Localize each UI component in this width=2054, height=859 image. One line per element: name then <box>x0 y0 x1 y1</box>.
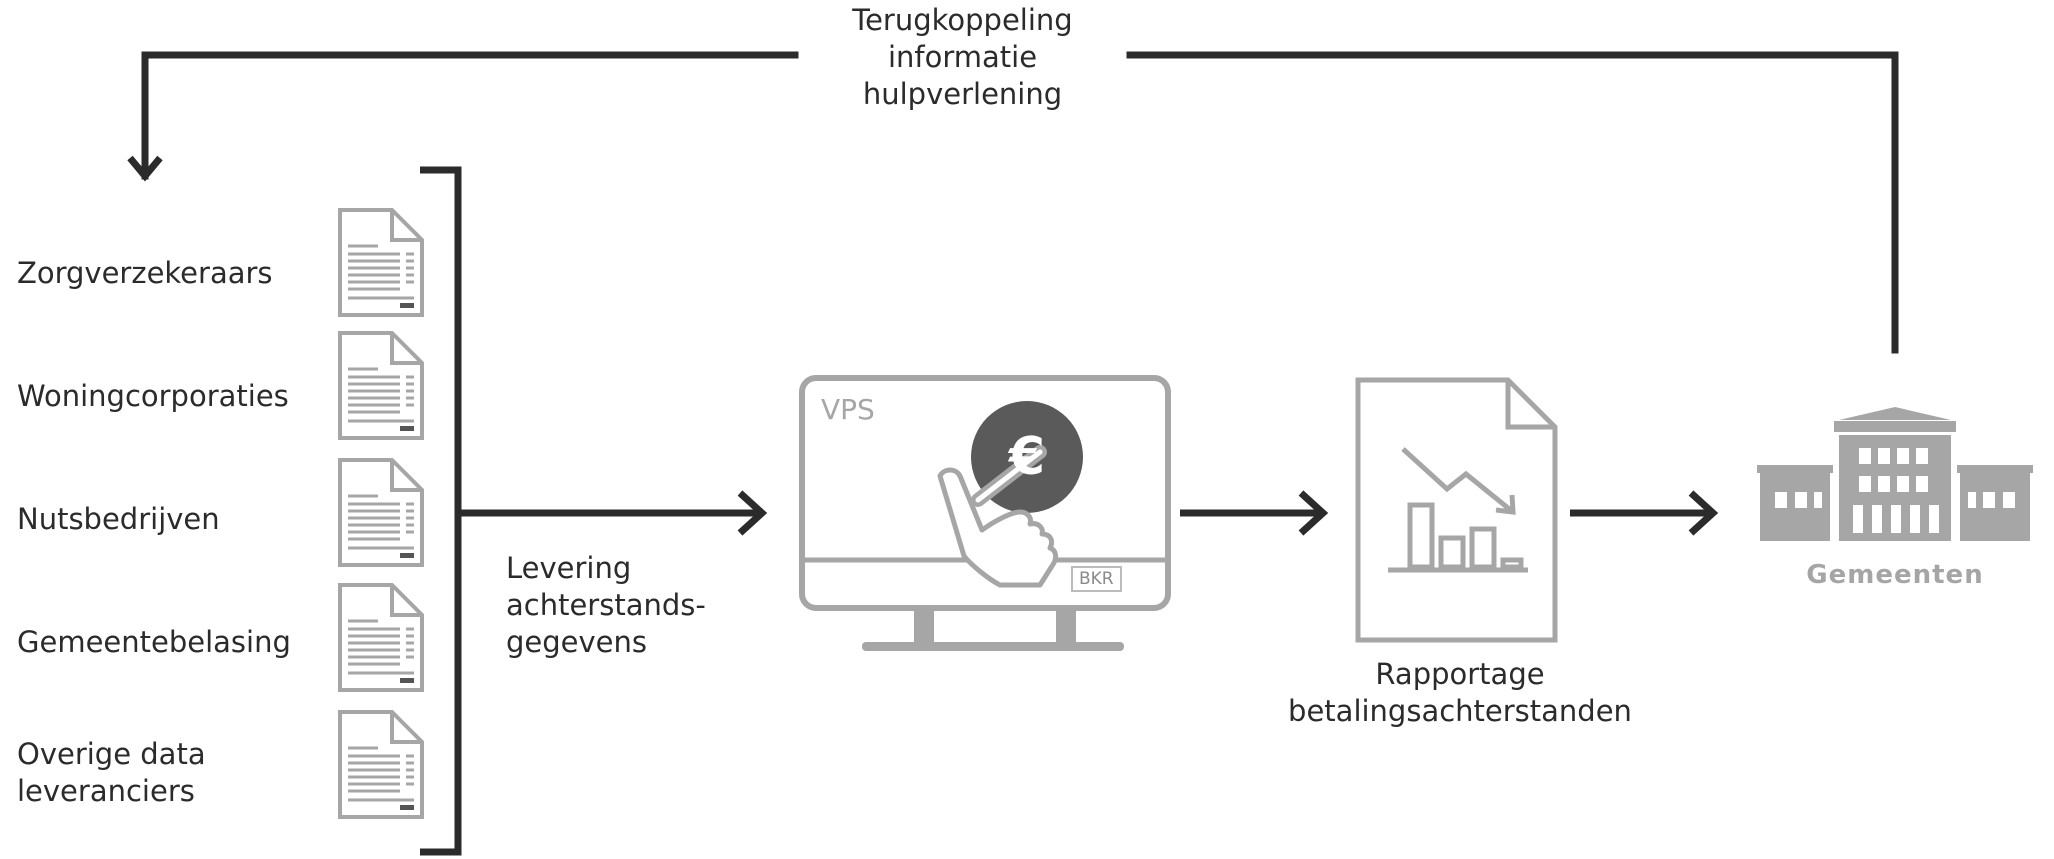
report-label-line: betalingsachterstanden <box>1288 694 1632 728</box>
supplier-bracket <box>420 166 462 856</box>
delivery-label-line: Levering <box>506 551 632 585</box>
delivery-label: Levering achterstands- gegevens <box>506 550 706 661</box>
document-icon <box>338 208 424 317</box>
flow-arrows <box>458 490 1719 536</box>
delivery-label-line: gegevens <box>506 625 647 659</box>
supplier-label-gemeentebelasing: Gemeentebelasing <box>17 624 291 661</box>
bkr-logo-text: BKR <box>1079 569 1114 589</box>
supplier-label-overige: Overige data leveranciers <box>17 736 206 810</box>
monitor-icon <box>799 375 1171 651</box>
town-hall-icon <box>1757 407 2033 541</box>
monitor-title: VPS <box>821 393 875 426</box>
feedback-label: Terugkoppeling informatie hulpverlening <box>795 2 1130 113</box>
supplier-label-text: Woningcorporaties <box>17 379 289 413</box>
delivery-label-line: achterstands- <box>506 588 706 622</box>
pointing-hand-icon <box>937 467 1059 588</box>
document-icon <box>338 583 424 692</box>
document-icon <box>338 331 424 440</box>
bkr-logo: BKR <box>1071 566 1122 592</box>
supplier-label-text: Overige data <box>17 737 206 771</box>
document-icon <box>338 710 424 819</box>
report-to-municipality-arrow <box>1570 490 1719 536</box>
municipality-label: Gemeenten <box>1806 560 1984 590</box>
report-chart-icon <box>1355 377 1558 643</box>
feedback-loop-arrow <box>127 51 1899 354</box>
supplier-label-text: leveranciers <box>17 774 195 808</box>
feedback-label-line: hulpverlening <box>862 77 1063 111</box>
document-icons <box>338 208 424 819</box>
euro-symbol: € <box>1008 427 1046 487</box>
supplier-label-text: Nutsbedrijven <box>17 502 220 536</box>
supplier-label-text: Gemeentebelasing <box>17 625 291 659</box>
report-label: Rapportage betalingsachterstanden <box>1260 656 1660 730</box>
supplier-label-woningcorporaties: Woningcorporaties <box>17 378 289 415</box>
delivery-arrow <box>458 490 768 536</box>
supplier-label-nutsbedrijven: Nutsbedrijven <box>17 501 220 538</box>
supplier-label-text: Zorgverzekeraars <box>17 256 273 290</box>
document-icon <box>338 458 424 567</box>
report-label-line: Rapportage <box>1375 657 1545 691</box>
feedback-label-line: Terugkoppeling <box>852 3 1073 37</box>
feedback-label-line: informatie <box>887 40 1038 74</box>
supplier-label-zorgverzekeraars: Zorgverzekeraars <box>17 255 273 292</box>
monitor-to-report-arrow <box>1180 490 1329 536</box>
